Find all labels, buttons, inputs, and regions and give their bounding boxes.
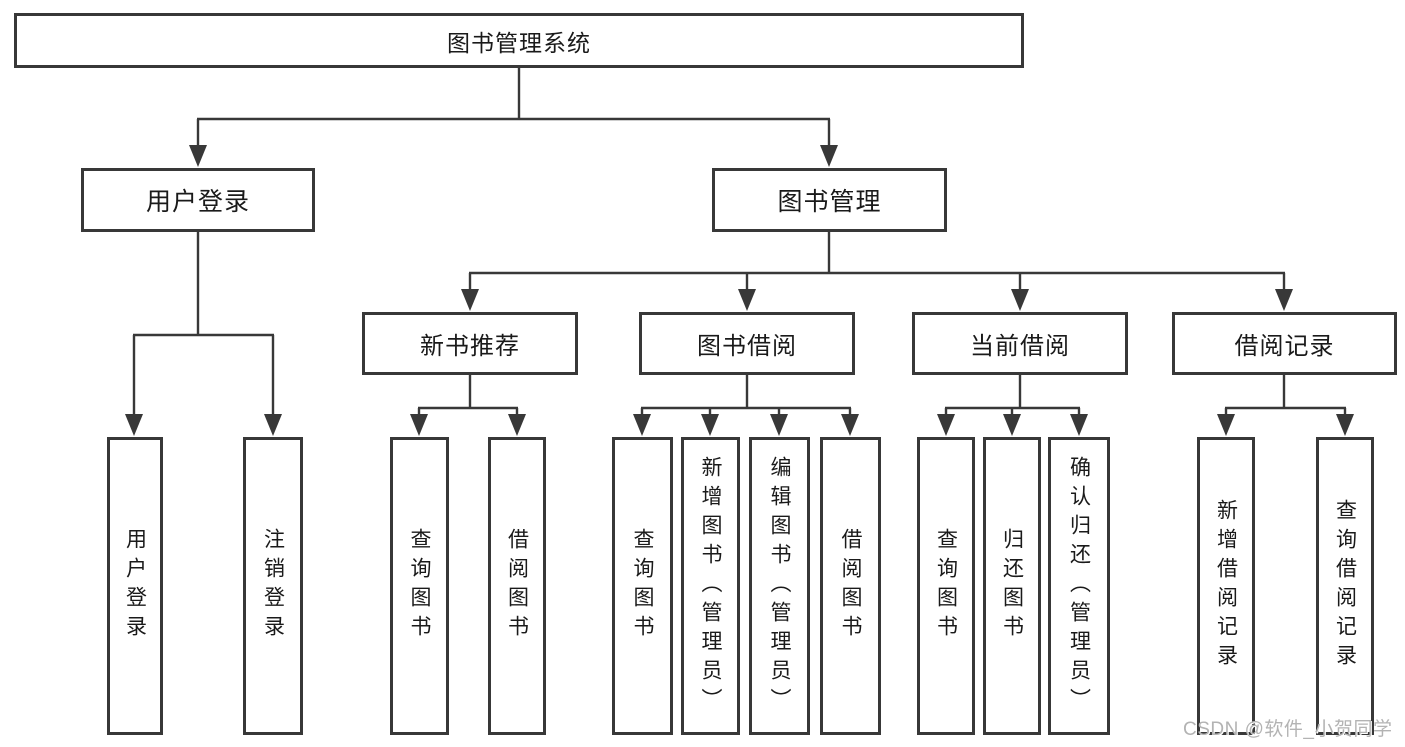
node-user-login-label: 用户登录 xyxy=(145,188,250,216)
leaf-query-books-3-label: 查询图书 xyxy=(934,528,958,644)
leaf-add-borrow-record-label: 新增借阅记录 xyxy=(1214,499,1238,673)
leaf-borrow-books-1-label: 借阅图书 xyxy=(505,528,529,644)
node-current-borrowing: 当前借阅 xyxy=(912,312,1128,375)
watermark-text: CSDN @软件_小贺同学 xyxy=(1183,719,1393,740)
arrowhead-icon xyxy=(820,145,838,167)
leaf-user-login: 用户登录 xyxy=(107,437,163,735)
node-borrowing-records: 借阅记录 xyxy=(1172,312,1397,375)
arrowhead-icon xyxy=(189,145,207,167)
node-book-borrowing: 图书借阅 xyxy=(639,312,855,375)
leaf-query-books-1: 查询图书 xyxy=(390,437,449,735)
connector-new-book-to-leaves xyxy=(410,375,526,436)
arrowhead-icon xyxy=(633,414,651,436)
leaf-return-books-label: 归还图书 xyxy=(1000,528,1024,644)
connector-current-borrowing-to-leaves xyxy=(937,375,1088,436)
arrowhead-icon xyxy=(937,414,955,436)
leaf-query-borrow-record: 查询借阅记录 xyxy=(1316,437,1374,735)
node-borrowing-records-label: 借阅记录 xyxy=(1234,333,1335,360)
leaf-confirm-return-admin: 确认归还（管理员） xyxy=(1048,437,1110,735)
leaf-query-books-2: 查询图书 xyxy=(612,437,673,735)
arrowhead-icon xyxy=(738,289,756,311)
arrowhead-icon xyxy=(1070,414,1088,436)
leaf-user-login-label: 用户登录 xyxy=(123,528,147,644)
arrowhead-icon xyxy=(701,414,719,436)
leaf-return-books: 归还图书 xyxy=(983,437,1041,735)
leaf-borrow-books-1: 借阅图书 xyxy=(488,437,546,735)
node-book-borrowing-label: 图书借阅 xyxy=(697,333,797,360)
leaf-borrow-books-2-label: 借阅图书 xyxy=(839,528,862,644)
node-root: 图书管理系统 xyxy=(14,13,1024,68)
node-new-book-recommend: 新书推荐 xyxy=(362,312,578,375)
arrowhead-icon xyxy=(264,414,282,436)
arrowhead-icon xyxy=(1003,414,1021,436)
arrowhead-icon xyxy=(770,414,788,436)
leaf-add-books-admin-label: 新增图书（管理员） xyxy=(699,455,722,717)
arrowhead-icon xyxy=(461,289,479,311)
arrowhead-icon xyxy=(1275,289,1293,311)
leaf-add-books-admin: 新增图书（管理员） xyxy=(681,437,740,735)
arrowhead-icon xyxy=(508,414,526,436)
leaf-edit-books-admin: 编辑图书（管理员） xyxy=(749,437,810,735)
leaf-confirm-return-admin-label: 确认归还（管理员） xyxy=(1067,455,1091,717)
leaf-add-borrow-record: 新增借阅记录 xyxy=(1197,437,1255,735)
arrowhead-icon xyxy=(841,414,859,436)
leaf-logout: 注销登录 xyxy=(243,437,303,735)
node-new-book-recommend-label: 新书推荐 xyxy=(420,333,520,360)
arrowhead-icon xyxy=(410,414,428,436)
arrowhead-icon xyxy=(125,414,143,436)
node-root-label: 图书管理系统 xyxy=(447,29,591,56)
leaf-query-borrow-record-label: 查询借阅记录 xyxy=(1333,499,1357,673)
leaf-query-books-1-label: 查询图书 xyxy=(408,528,431,644)
node-user-login: 用户登录 xyxy=(81,168,315,232)
connector-book-borrowing-to-leaves xyxy=(633,375,859,436)
leaf-query-books-2-label: 查询图书 xyxy=(631,528,654,644)
connector-root-to-level2 xyxy=(189,68,838,167)
connector-user-login-to-leaves xyxy=(125,232,282,436)
leaf-query-books-3: 查询图书 xyxy=(917,437,975,735)
node-book-management: 图书管理 xyxy=(712,168,947,232)
connector-borrowing-records-to-leaves xyxy=(1217,375,1354,436)
arrowhead-icon xyxy=(1217,414,1235,436)
leaf-borrow-books-2: 借阅图书 xyxy=(820,437,881,735)
arrowhead-icon xyxy=(1336,414,1354,436)
leaf-logout-label: 注销登录 xyxy=(261,528,285,644)
node-book-management-label: 图书管理 xyxy=(777,188,882,216)
leaf-edit-books-admin-label: 编辑图书（管理员） xyxy=(768,455,791,717)
node-current-borrowing-label: 当前借阅 xyxy=(970,333,1070,360)
arrowhead-icon xyxy=(1011,289,1029,311)
connector-book-management-to-level3 xyxy=(461,232,1293,311)
